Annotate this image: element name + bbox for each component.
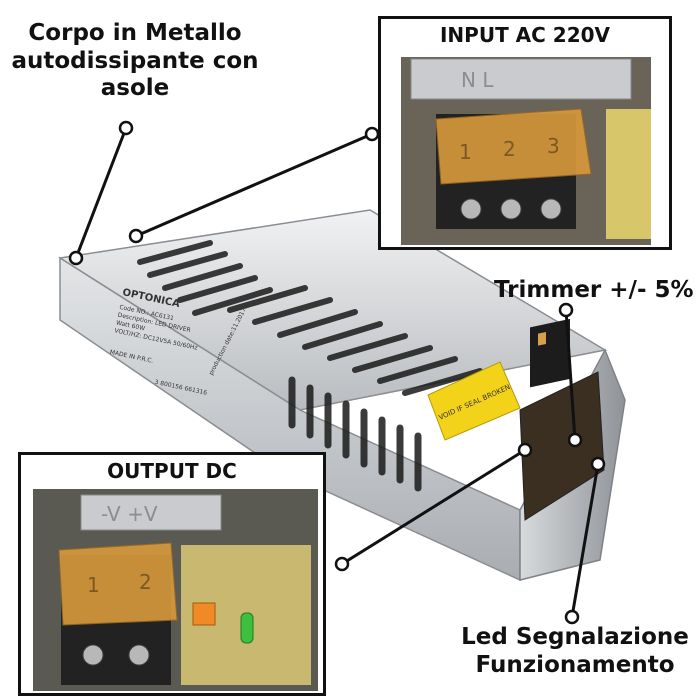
body-label: Corpo in Metallo autodissipante con asol… [11, 20, 259, 102]
input-terminal-3: 3 [547, 134, 560, 158]
top-vent-slots [137, 240, 483, 396]
trimmer-potentiometer [192, 602, 216, 626]
trimmer-label: Trimmer +/- 5% [494, 277, 694, 303]
output-terminal-photo: -V +V 1 2 [21, 455, 323, 693]
output-terminal-cover [58, 542, 178, 626]
callout-dots [68, 120, 606, 625]
output-terminal-2: 2 [139, 570, 152, 594]
output-terminal-1: 1 [87, 573, 100, 597]
front-vent-slots [288, 376, 422, 492]
output-markings-text: -V +V [101, 502, 158, 526]
callout-lines [74, 127, 600, 618]
input-inset: N L 1 2 3 INPUT AC 220V [378, 16, 672, 250]
led-label: Led Segnalazione Funzionamento [461, 624, 689, 678]
warranty-seal: VOID IF SEAL BROKEN [427, 361, 521, 441]
output-title: OUTPUT DC [107, 459, 237, 483]
output-inset: -V +V 1 2 OUTPUT DC [18, 452, 326, 696]
input-title: INPUT AC 220V [439, 23, 611, 47]
input-terminal-2: 2 [503, 137, 516, 161]
input-markings-text: N L [461, 68, 494, 92]
input-terminal-cover [435, 108, 592, 185]
input-terminal-1: 1 [459, 140, 472, 164]
status-led [240, 612, 254, 644]
input-terminal-photo: N L 1 2 3 [381, 19, 669, 247]
